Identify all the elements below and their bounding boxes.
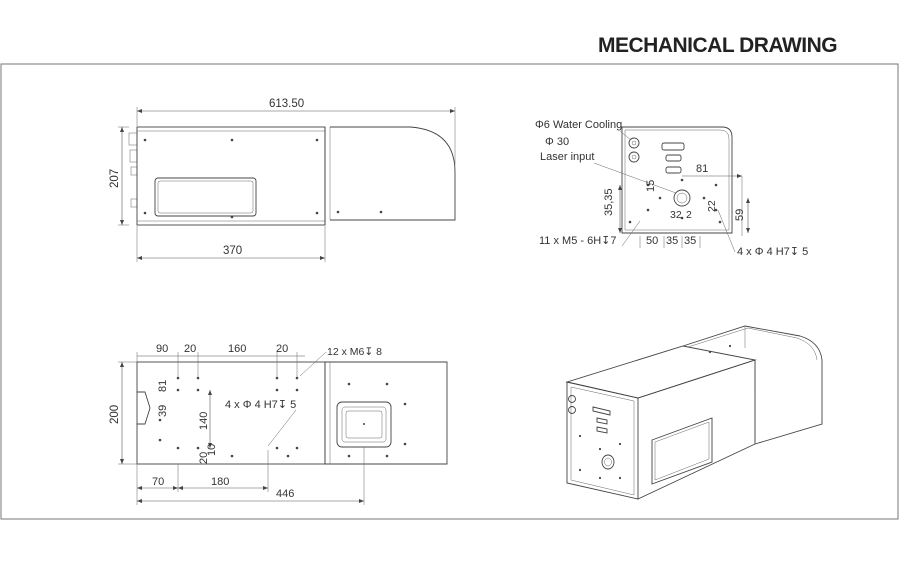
dim-39: 39 xyxy=(157,405,169,417)
dim-200: 200 xyxy=(109,405,121,424)
dim-50: 50 xyxy=(646,235,658,247)
dim-81-bottom: 81 xyxy=(157,380,169,392)
dim-180: 180 xyxy=(211,476,229,488)
iso-laser-port xyxy=(601,454,615,470)
bottom-view: 90 20 160 20 12 x M6↧ 8 200 81 39 4 x Φ … xyxy=(109,343,448,505)
dim-35-35: 35,35 xyxy=(603,188,615,216)
main-body xyxy=(136,126,326,226)
drawing-border xyxy=(0,63,899,520)
label-holes-h7: 4 x Φ 4 H7↧ 5 xyxy=(737,246,808,258)
dim-height: 207 xyxy=(109,169,121,188)
label-holes-h7-bottom: 4 x Φ 4 H7↧ 5 xyxy=(225,399,296,411)
scan-head xyxy=(330,126,456,221)
dim-70: 70 xyxy=(152,476,164,488)
isometric-view xyxy=(565,325,823,500)
dim-15: 15 xyxy=(645,180,657,192)
dim-59: 59 xyxy=(734,209,746,221)
dim-32: 32 xyxy=(670,209,682,221)
dim-22: 22 xyxy=(706,200,718,212)
label-laser-dia: Φ 30 xyxy=(545,136,569,148)
dim-140: 140 xyxy=(198,412,210,430)
vent-window xyxy=(154,177,257,217)
page-title: MECHANICAL DRAWING xyxy=(598,34,838,57)
label-laser-input: Laser input xyxy=(540,151,594,163)
label-holes-m5: 11 x M5 - 6H↧7 xyxy=(539,235,616,247)
dim-20a: 20 xyxy=(184,343,196,355)
dim-20b: 20 xyxy=(276,343,288,355)
side-view: 613.50 207 370 xyxy=(109,98,456,262)
dim-body-length: 370 xyxy=(223,245,242,257)
dim-90: 90 xyxy=(156,343,168,355)
dim-160: 160 xyxy=(228,343,246,355)
dim-20c: 20 xyxy=(198,452,210,464)
laser-input-port xyxy=(673,189,691,207)
front-view: Φ6 Water Cooling Φ 30 Laser input 81 15 … xyxy=(535,119,808,258)
dim-35a: 35 xyxy=(666,235,678,247)
label-holes-m6: 12 x M6↧ 8 xyxy=(327,346,382,358)
label-water-cooling: Φ6 Water Cooling xyxy=(535,119,622,131)
front-panel xyxy=(621,126,733,234)
dim-81: 81 xyxy=(696,163,708,175)
iso-vent-window xyxy=(651,417,713,485)
dim-446: 446 xyxy=(276,488,294,500)
dim-2: 2 xyxy=(686,209,692,221)
dim-35b: 35 xyxy=(684,235,696,247)
dim-overall-length: 613.50 xyxy=(269,98,304,110)
dim-10: 10 xyxy=(206,444,218,456)
